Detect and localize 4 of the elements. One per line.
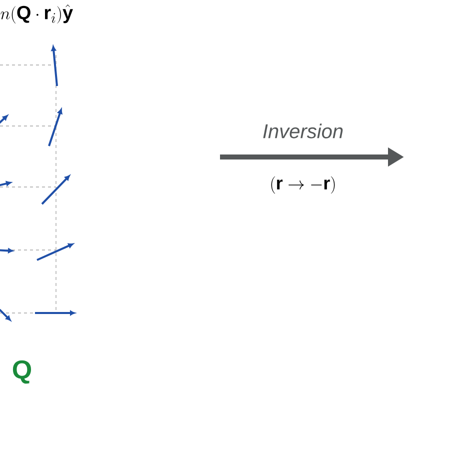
formula: $n(\mathbf{Q}\cdot\mathbf{r}_i)\hat{\mathbf{y}}$ — [0, 4, 73, 24]
vector-label: Q — [12, 360, 32, 384]
arrow-label: Inversion — [263, 124, 343, 138]
arrow-label: $(\mathbf{r}\rightarrow -\mathbf{r})$ — [271, 176, 335, 194]
